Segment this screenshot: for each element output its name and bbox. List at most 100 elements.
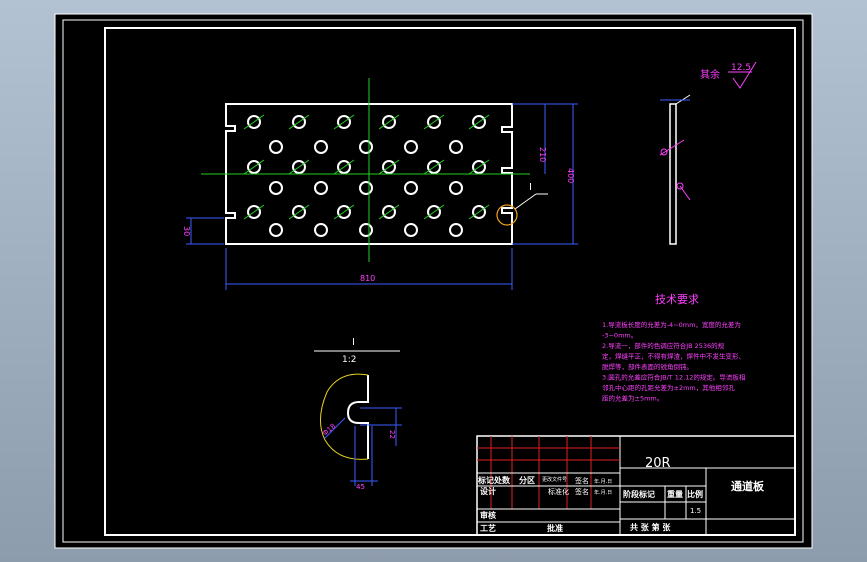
dim-width-810: 810: [360, 274, 375, 283]
detail-scale: 1:2: [342, 355, 356, 365]
hole: [449, 181, 463, 195]
tb-scale-value: 1.5: [690, 507, 701, 515]
hole-center-mark: [243, 159, 265, 175]
detail-break-line: [320, 373, 369, 460]
center-lines: [201, 78, 530, 262]
hole: [314, 223, 328, 237]
hole-center-mark: [468, 114, 490, 130]
dim-height-210: 210: [538, 147, 547, 162]
hole: [404, 140, 418, 154]
tech-req-line: 1.导流板长度的允差为-4~0mm，宽度的允差为: [602, 320, 741, 329]
section-marker: I: [529, 182, 532, 193]
hole: [382, 205, 396, 219]
title-material: 20R: [645, 456, 671, 471]
hole-pattern: [243, 114, 490, 237]
hole: [292, 205, 306, 219]
hole-center-mark: [423, 114, 445, 130]
tech-req-line: 定，焊缝平正，不得有焊渣，焊件中不发生变形、: [602, 352, 745, 361]
hole: [247, 205, 261, 219]
roughness-note: 其余: [700, 68, 720, 81]
hole: [472, 205, 486, 219]
tb-standard: 标准化: [548, 487, 569, 496]
hole: [427, 205, 441, 219]
hole: [337, 160, 351, 174]
tb-weight: 重量: [667, 489, 683, 499]
tb-scale: 比例: [687, 489, 703, 499]
detail-dim-22: 22: [388, 430, 396, 439]
hole: [427, 160, 441, 174]
hole-center-mark: [468, 159, 490, 175]
tb-label-mark: 标记处数: [477, 475, 511, 485]
tech-req-line: 2.导流一，部件的色调应符合JB 2536的规: [602, 341, 725, 350]
hole: [404, 181, 418, 195]
tb-label-zone: 分区: [519, 475, 535, 485]
roughness-value: 12.5: [731, 63, 751, 73]
dimensions: [186, 103, 578, 290]
hole: [292, 160, 306, 174]
hole-center-mark: [333, 114, 355, 130]
hole-center-mark: [333, 204, 355, 220]
hole-center-mark: [288, 204, 310, 220]
tb-review: 审核: [480, 510, 496, 520]
plate-outline: [225, 103, 513, 245]
detail-callout-circle: [496, 204, 518, 226]
tech-req-lines: 1.导流板长度的允差为-4~0mm，宽度的允差为 -3~0mm。2.导流一，部件…: [602, 320, 746, 403]
tb-sheets: 共 张 第 张: [630, 522, 671, 532]
tech-req-line: 3.圆孔的允差应符合JB/T 12.12的规定。导流板相: [602, 373, 746, 382]
hole: [472, 115, 486, 129]
tb-label-sign: 签名: [575, 476, 589, 485]
tech-req-line: 距的允差为±5mm。: [602, 394, 663, 403]
hole-center-mark: [288, 159, 310, 175]
drawing-border: [104, 27, 796, 536]
hole-center-mark: [243, 114, 265, 130]
hole: [404, 223, 418, 237]
hole: [382, 160, 396, 174]
tb-sign: 签名: [575, 487, 589, 496]
hole-center-mark: [378, 159, 400, 175]
tech-req-line: 脱焊等，部件表面的锐角倒钝。: [602, 362, 693, 371]
plate-front-view: I: [201, 78, 548, 262]
tb-approve: 批准: [547, 523, 563, 533]
hole: [472, 160, 486, 174]
dim-height-400: 400: [566, 168, 575, 183]
hole: [449, 140, 463, 154]
tb-label-change-doc: 更改文件号: [542, 476, 567, 483]
roughness-symbol: [732, 61, 757, 89]
detail-outline: [346, 375, 369, 459]
hole: [337, 205, 351, 219]
hole-center-mark: [423, 204, 445, 220]
hole-center-mark: [378, 114, 400, 130]
detail-view: I 1:2: [314, 337, 402, 486]
hole: [247, 115, 261, 129]
hole: [314, 181, 328, 195]
hole: [314, 140, 328, 154]
tech-req-title: 技术要求: [655, 293, 699, 306]
hole: [359, 181, 373, 195]
hole: [337, 115, 351, 129]
hole-center-mark: [288, 114, 310, 130]
tb-ymd: 年.月.日: [594, 489, 612, 496]
hole: [449, 223, 463, 237]
tech-req-line: 邻孔中心距的孔距允差为±2mm，其他相邻孔: [602, 383, 735, 392]
hole-center-mark: [333, 159, 355, 175]
hole: [427, 115, 441, 129]
title-part-name: 通道板: [731, 479, 765, 493]
tech-req-line: -3~0mm。: [602, 332, 637, 340]
tb-label-date: 年.月.日: [594, 478, 612, 485]
hole: [382, 115, 396, 129]
hole: [269, 223, 283, 237]
plate-side-view: [659, 94, 691, 245]
detail-label: I: [352, 337, 355, 348]
hole-center-mark: [243, 204, 265, 220]
title-block: [476, 435, 796, 536]
hole-center-mark: [468, 204, 490, 220]
hole-center-mark: [423, 159, 445, 175]
hole-center-mark: [378, 204, 400, 220]
hole: [269, 181, 283, 195]
tb-process: 工艺: [480, 523, 496, 533]
title-block-divider-lines: [477, 472, 620, 523]
hole: [269, 140, 283, 154]
detail-dim-45: 45: [356, 483, 365, 491]
tb-design: 设计: [480, 486, 496, 496]
hole: [359, 223, 373, 237]
